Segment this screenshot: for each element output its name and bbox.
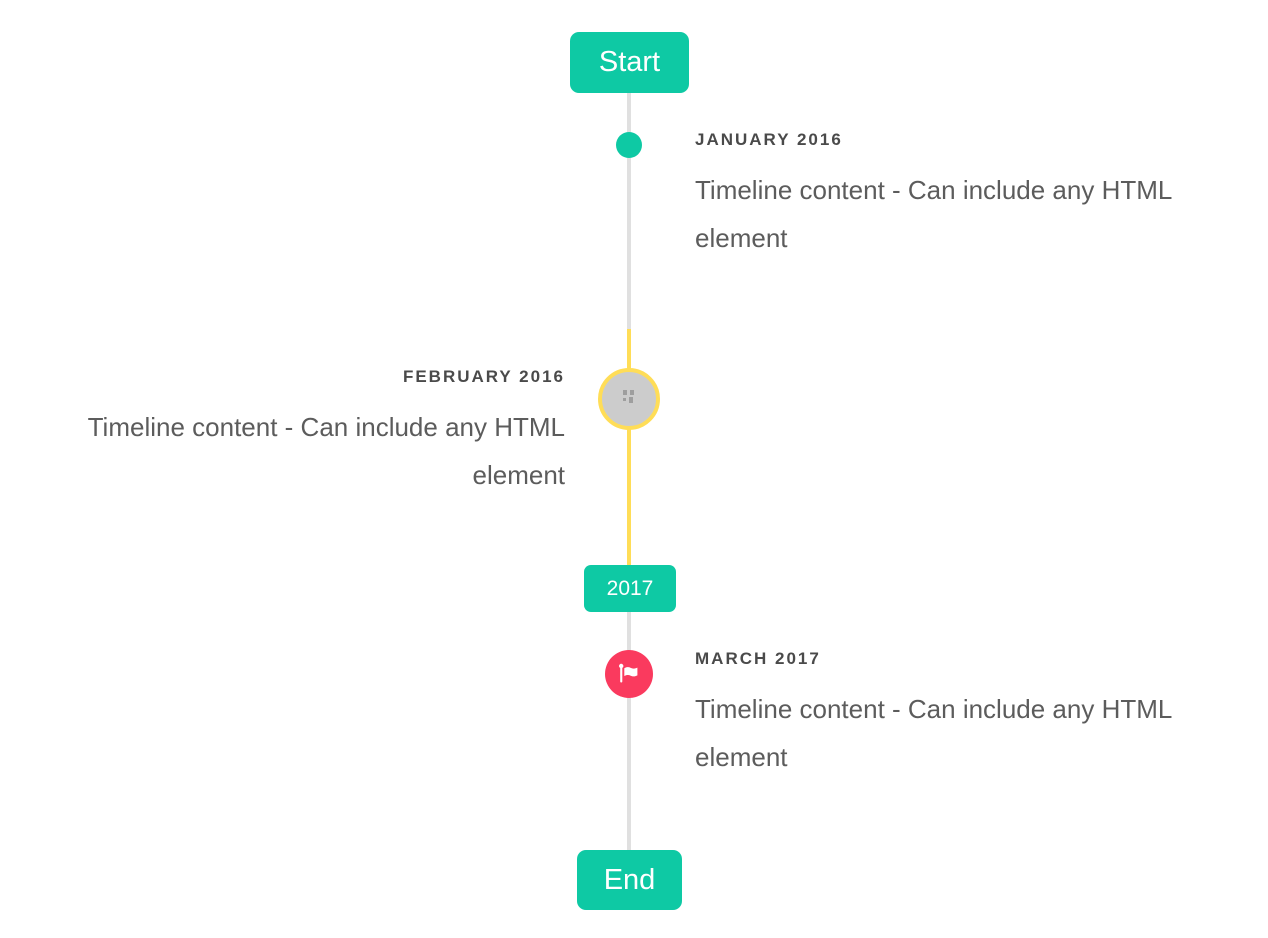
item-label-march: MARCH 2017 bbox=[695, 649, 821, 668]
february-image-marker bbox=[598, 368, 660, 430]
item-label-february: FEBRUARY 2016 bbox=[402, 367, 565, 386]
year-badge-2017: 2017 bbox=[584, 565, 676, 612]
end-badge-label: End bbox=[603, 863, 656, 896]
start-badge-label: Start bbox=[598, 46, 661, 78]
timeline-line-segment-bottom bbox=[627, 612, 631, 851]
timeline-line-segment-top bbox=[627, 91, 631, 331]
march-flag-marker bbox=[605, 650, 653, 698]
item-content-january: Timeline content - Can include any HTML … bbox=[695, 175, 1172, 253]
broken-image-icon bbox=[620, 389, 638, 409]
year-badge-label: 2017 bbox=[606, 576, 654, 600]
flag-icon bbox=[617, 662, 641, 686]
item-label-january: JANUARY 2016 bbox=[695, 130, 843, 149]
end-badge: End bbox=[577, 850, 682, 910]
item-content-february: Timeline content - Can include any HTML … bbox=[87, 412, 565, 490]
timeline-line-segment-yellow bbox=[627, 329, 631, 566]
start-badge: Start bbox=[570, 32, 689, 93]
january-dot-marker bbox=[616, 132, 642, 158]
item-content-march: Timeline content - Can include any HTML … bbox=[695, 694, 1172, 772]
